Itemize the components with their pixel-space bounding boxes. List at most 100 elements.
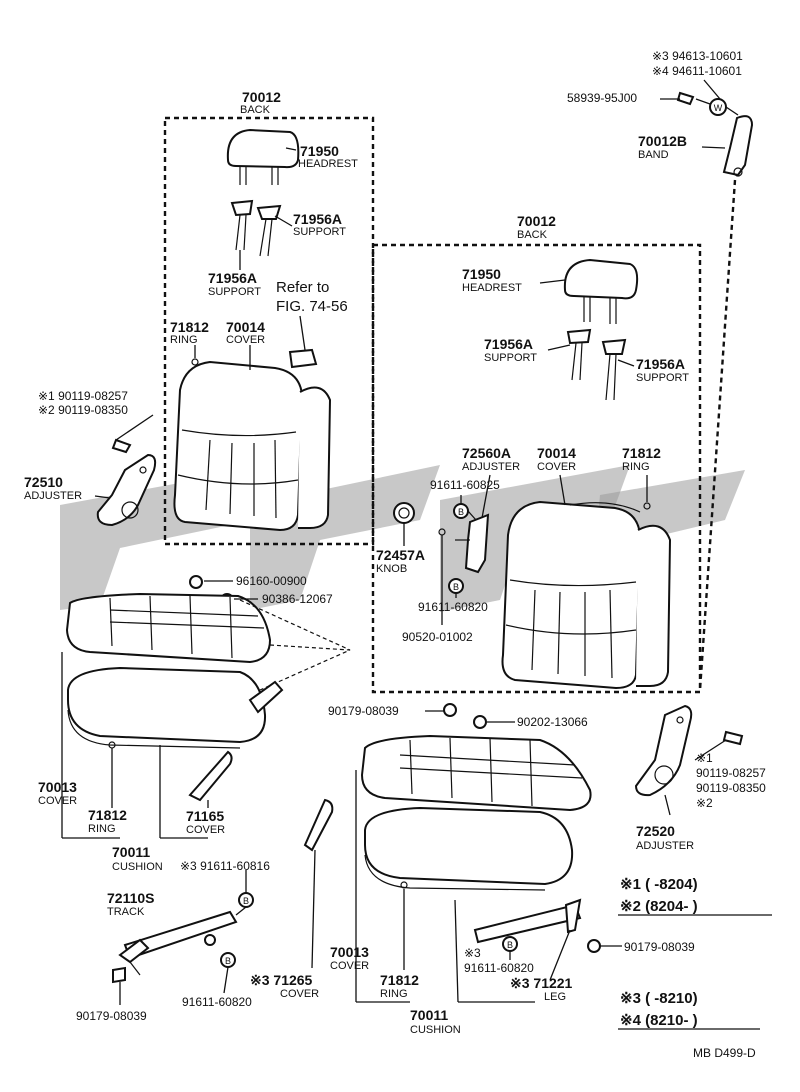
part-96160: 96160-00900 — [236, 574, 307, 588]
bolt-left-1: ※1 90119-08257 — [38, 389, 128, 403]
part-91611-60820-mid: 91611-60820 — [418, 600, 488, 614]
cushion-base-right — [364, 806, 574, 891]
headrest-right — [563, 258, 639, 324]
back-left-part-number: 70012 — [242, 89, 281, 105]
ring-left-part-number: 71812 — [170, 319, 209, 335]
part-91611-60825: 91611-60825 — [430, 478, 500, 492]
headrest-right-part-number: 71950 — [462, 266, 501, 282]
support-a-part-number: 71956A — [293, 211, 342, 227]
legend-note-1: ※1 ( -8204) — [620, 876, 698, 893]
back-cover-right — [501, 500, 672, 690]
ring-cushion-right-part — [400, 881, 408, 889]
cover-71265-part — [303, 798, 334, 852]
ring-right-name: RING — [622, 461, 650, 473]
part-94613: ※3 94613-10601 — [652, 49, 743, 63]
support-right-parts — [566, 328, 627, 401]
cover-left-name: COVER — [226, 334, 265, 346]
cushion-right-name: CUSHION — [410, 1024, 461, 1036]
part-90119-08257-right: 90119-08257 — [696, 766, 766, 780]
support-left-parts — [230, 199, 282, 257]
bubble-b-label: B — [243, 896, 249, 906]
leader-lines — [61, 79, 739, 1005]
support-c-name: SUPPORT — [484, 352, 537, 364]
band-dashed-line — [698, 179, 737, 691]
back-left-frame — [163, 116, 375, 546]
legend-note-4: ※4 (8210- ) — [620, 1012, 698, 1029]
bubble-b-label: B — [458, 507, 464, 517]
cushion-cover-right-part-number: 70013 — [330, 944, 369, 960]
cover-71165-part-number: 71165 — [186, 808, 224, 824]
part-90179-mid: 90179-08039 — [328, 704, 399, 718]
knob-name: KNOB — [376, 563, 407, 575]
knob-part — [393, 502, 415, 524]
adjuster-left-name: ADJUSTER — [24, 490, 82, 502]
bubble-b-label: B — [507, 940, 513, 950]
part-94611: ※4 94611-10601 — [652, 64, 742, 78]
band-part-number: 70012B — [638, 133, 687, 149]
washer-90202-part — [473, 715, 487, 729]
ring-cushion-left-name: RING — [88, 823, 116, 835]
band-name: BAND — [638, 149, 669, 161]
adjuster-72560-name: ADJUSTER — [462, 461, 520, 473]
support-b-part-number: 71956A — [208, 270, 257, 286]
ring-cushion-right-name: RING — [380, 988, 408, 1000]
nut-96160-part — [189, 575, 203, 589]
cushion-left-part-number: 70011 — [112, 844, 150, 860]
cover-71265-part-number: ※3 71265 — [250, 972, 313, 988]
nut-90179-mid-part — [443, 703, 457, 717]
figure-code: MB D499-D — [693, 1046, 756, 1060]
headrest-right-name: HEADREST — [462, 282, 522, 294]
labels-left: 70012 BACK 71950 HEADREST 71956A SUPPORT… — [24, 89, 358, 1023]
refer-to-text: Refer to — [276, 279, 329, 296]
leg-part — [473, 898, 582, 944]
back-right-name: BACK — [517, 229, 548, 241]
bubble-b-label: B — [453, 582, 459, 592]
part-90520: 90520-01002 — [402, 630, 473, 644]
cushion-right-part-number: 70011 — [410, 1007, 448, 1023]
adjuster-72560-part — [438, 513, 490, 574]
adjuster-right-part-number: 72520 — [636, 823, 675, 839]
cushion-base-left — [67, 666, 284, 749]
part-90386: 90386-12067 — [262, 592, 333, 606]
part-91611-60816: ※3 91611-60816 — [180, 859, 270, 873]
track-left-part — [112, 910, 238, 984]
ring-right-part-number: 71812 — [622, 445, 661, 461]
part-90119-08350-right: 90119-08350 — [696, 781, 766, 795]
nut-90179-right-part — [587, 939, 601, 953]
headrest-left-name: HEADREST — [298, 158, 358, 170]
cushion-left-name: CUSHION — [112, 861, 163, 873]
cover-right-part-number: 70014 — [537, 445, 576, 461]
bolt-left-2: ※2 90119-08350 — [38, 403, 128, 417]
ring-right-part — [643, 502, 651, 510]
note-3-marker: ※3 — [464, 946, 481, 960]
ring-left-part — [191, 358, 199, 366]
part-58939: 58939-95J00 — [567, 91, 637, 105]
cover-left-part-number: 70014 — [226, 319, 265, 335]
legend-note-2: ※2 (8204- ) — [620, 898, 698, 915]
adjuster-right-part — [634, 704, 744, 797]
support-d-name: SUPPORT — [636, 372, 689, 384]
labels-right: ※3 94613-10601 ※4 94611-10601 58939-95J0… — [250, 49, 772, 1060]
part-90179-left: 90179-08039 — [76, 1009, 147, 1023]
leg-name: LEG — [544, 991, 566, 1003]
ring-cushion-right-part-number: 71812 — [380, 972, 419, 988]
headrest-left — [226, 128, 300, 185]
cushion-cover-left-part-number: 70013 — [38, 779, 77, 795]
headrest-left-part-number: 71950 — [300, 143, 339, 159]
band-part — [676, 91, 754, 177]
cover-right-name: COVER — [537, 461, 576, 473]
adjuster-72560-part-number: 72560A — [462, 445, 511, 461]
legend-note-3: ※3 ( -8210) — [620, 990, 698, 1007]
support-d-part-number: 71956A — [636, 356, 685, 372]
cushion-top-left — [65, 592, 272, 664]
leg-part-number: ※3 71221 — [510, 975, 573, 991]
knob-part-number: 72457A — [376, 547, 425, 563]
part-91611-60820-right: 91611-60820 — [464, 961, 534, 975]
bolt-right-note-2: ※2 — [696, 796, 713, 810]
support-b-name: SUPPORT — [208, 286, 261, 298]
track-name: TRACK — [107, 906, 145, 918]
track-part-number: 72110S — [107, 890, 155, 906]
back-cover-left — [173, 348, 332, 532]
back-left-name: BACK — [240, 104, 271, 116]
